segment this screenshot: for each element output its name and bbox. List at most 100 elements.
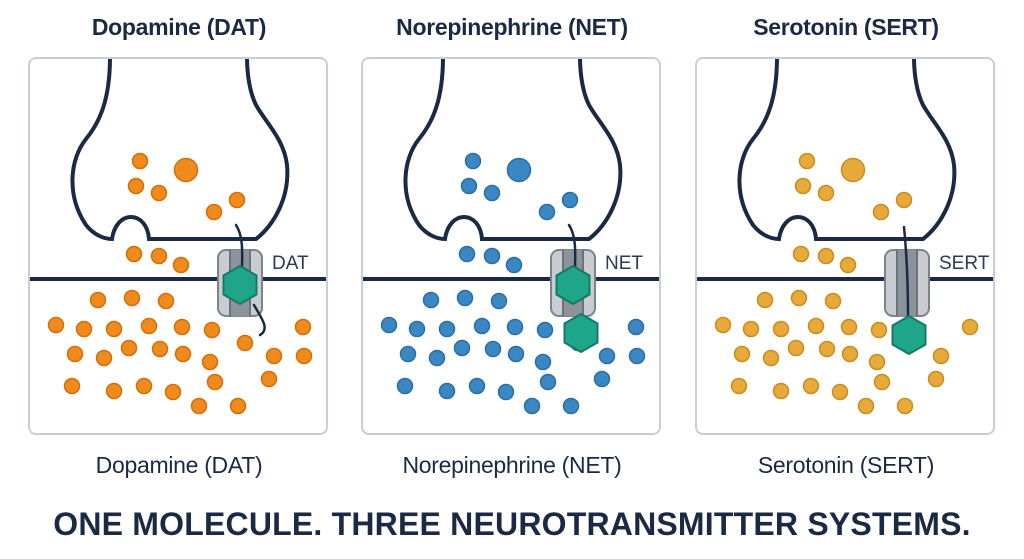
neurotransmitter-dot-icon [497,383,515,401]
presynaptic-terminal-icon [403,59,623,242]
presynaptic-terminal-icon [70,59,290,242]
neurotransmitter-dot-icon [507,345,525,363]
neurotransmitter-dot-icon [896,397,914,415]
neurotransmitter-dot-icon [47,316,65,334]
panel-title-dopamine: Dopamine (DAT) [91,14,267,40]
neurotransmitter-dot-icon [714,316,732,334]
neurotransmitter-dot-icon [824,292,842,310]
synapse-diagram: NET [363,59,659,415]
neurotransmitter-dot-icon [872,203,890,221]
synapse-diagram: SERT [697,59,993,415]
hexagon-molecule-icon [222,264,258,306]
molecule-tether [902,225,910,319]
neurotransmitter-dot-icon [399,345,417,363]
neurotransmitter-dot-icon [206,373,224,391]
transporter-label: SERT [939,253,990,274]
neurotransmitter-dot-icon [792,245,810,263]
neurotransmitter-dot-icon [265,347,283,365]
neurotransmitter-dot-icon [484,340,502,358]
neurotransmitter-dot-icon [120,339,138,357]
neurotransmitter-dot-icon [807,317,825,335]
synapse-panel-dopamine: DAT [28,57,328,435]
neurotransmitter-dot-icon [790,289,808,307]
neurotransmitter-dot-icon [831,383,849,401]
hexagon-molecule-icon [563,312,599,354]
neurotransmitter-dot-icon [464,152,482,170]
neurotransmitter-dot-icon [506,157,532,183]
neurotransmitter-dot-icon [539,373,557,391]
neurotransmitter-dot-icon [932,347,950,365]
transporter-channel-icon [884,249,930,317]
synapse-panel-norepinephrine: NET [361,57,661,435]
neurotransmitter-dot-icon [428,349,446,367]
neurotransmitter-dot-icon [840,318,858,336]
neurotransmitter-dot-icon [260,370,278,388]
neurotransmitter-dot-icon [396,377,414,395]
neurotransmitter-dot-icon [205,203,223,221]
neurotransmitter-dot-icon [63,377,81,395]
panel-caption-serotonin: Serotonin (SERT) [757,452,935,478]
neurotransmitter-dot-icon [164,383,182,401]
neurotransmitter-dot-icon [173,157,199,183]
neurotransmitter-dot-icon [787,339,805,357]
panel-caption-dopamine: Dopamine (DAT) [95,452,263,478]
neurotransmitter-dot-icon [802,377,820,395]
neurotransmitter-dot-icon [190,397,208,415]
neurotransmitter-dot-icon [505,256,523,274]
neurotransmitter-dot-icon [157,292,175,310]
neurotransmitter-dot-icon [536,321,554,339]
neurotransmitter-dot-icon [131,152,149,170]
neurotransmitter-dot-icon [453,339,471,357]
neurotransmitter-dot-icon [483,184,501,202]
neurotransmitter-dot-icon [173,318,191,336]
neurotransmitter-dot-icon [468,377,486,395]
neurotransmitter-dot-icon [105,382,123,400]
neurotransmitter-dot-icon [868,353,886,371]
headline: ONE MOLECULE. THREE NEUROTRANSMITTER SYS… [53,506,971,542]
neurotransmitter-dot-icon [534,353,552,371]
neurotransmitter-dot-icon [772,320,790,338]
hexagon-molecule-icon [555,264,591,306]
neurotransmitter-dot-icon [151,340,169,358]
neurotransmitter-dot-icon [506,318,524,336]
neurotransmitter-dot-icon [840,157,866,183]
neurotransmitter-dot-icon [628,347,646,365]
neurotransmitter-dot-icon [460,177,478,195]
neurotransmitter-dot-icon [140,317,158,335]
neurotransmitter-dot-icon [236,334,254,352]
neurotransmitter-dot-icon [125,245,143,263]
neurotransmitter-dot-icon [873,373,891,391]
neurotransmitter-dot-icon [772,382,790,400]
neurotransmitter-dot-icon [295,347,313,365]
neurotransmitter-dot-icon [95,349,113,367]
neurotransmitter-dot-icon [817,184,835,202]
neurotransmitter-dot-icon [523,397,541,415]
neurotransmitter-dot-icon [438,382,456,400]
neurotransmitter-dot-icon [483,247,501,265]
neurotransmitter-dot-icon [927,370,945,388]
panel-title-norepinephrine: Norepinephrine (NET) [396,14,628,40]
neurotransmitter-dot-icon [150,184,168,202]
neurotransmitter-dot-icon [66,345,84,363]
neurotransmitter-dot-icon [756,291,774,309]
neurotransmitter-dot-icon [150,247,168,265]
neurotransmitter-dot-icon [422,291,440,309]
synapse-panel-serotonin: SERT [695,57,995,435]
neurotransmitter-dot-icon [172,256,190,274]
synapse-diagram: DAT [30,59,326,415]
neurotransmitter-dot-icon [895,191,913,209]
presynaptic-terminal-icon [737,59,957,242]
neurotransmitter-dot-icon [105,320,123,338]
neurotransmitter-dot-icon [733,345,751,363]
neurotransmitter-dot-icon [438,320,456,338]
neurotransmitter-dot-icon [456,289,474,307]
neurotransmitter-dot-icon [203,321,221,339]
neurotransmitter-dot-icon [794,177,812,195]
neurotransmitter-dot-icon [593,370,611,388]
neurotransmitter-dot-icon [229,397,247,415]
neurotransmitter-dot-icon [742,320,760,338]
neurotransmitter-dot-icon [123,289,141,307]
neurotransmitter-dot-icon [798,152,816,170]
panel-title-serotonin: Serotonin (SERT) [753,14,939,40]
neurotransmitter-dot-icon [228,191,246,209]
